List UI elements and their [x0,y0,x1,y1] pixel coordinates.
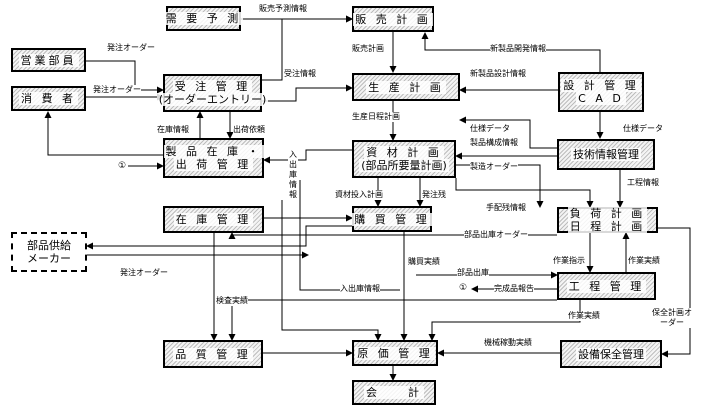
label-parts-issue-order: 部品出庫オーダー [464,230,528,240]
label-order-placement: 発注残 [422,190,446,200]
equipment-maint-label: 設備保全管理 [576,347,646,361]
label-order-out-3: 発注オーダー [120,268,168,278]
sales-plan-label: 販 売 計 画 [353,12,433,26]
arrow-salesdept-to-order [86,60,164,94]
arrow-purchase-to-supplier [86,225,352,250]
product-inventory-label-1: 製 品 在 庫 ・ [163,145,264,158]
label-order-out-2: 発注オーダー [93,85,141,95]
demand-forecast-label: 需 要 予 測 [163,12,244,25]
design-mgmt-label-1: 設 計 管 理 [561,79,641,92]
demand-forecast-box: 需 要 予 測 [163,6,244,31]
circle-1-left: ① [118,161,127,171]
load-plan-label-2: 日 程 計 画 [567,220,648,233]
label-process-info: 工程情報 [627,178,659,188]
design-mgmt-label-2: C A D [576,92,626,105]
production-plan-label: 生 産 計 画 [366,80,446,94]
parts-supplier-label-1: 部品供給 [25,239,73,252]
cost-mgmt-label: 原 価 管 理 [355,346,435,360]
accounting-box: 会 計 [352,380,436,405]
arrow-order-to-production [262,84,353,102]
label-parts-issue: 部品出庫 [457,268,489,278]
label-arrangement-info: 手配残情報 [486,203,526,213]
design-mgmt-box: 設 計 管 理 C A D [558,72,644,112]
circle-1-right: ① [459,283,468,293]
label-new-product-design-info: 新製品設計情報 [470,69,526,79]
sales-dept-label: 営業部員 [18,53,79,67]
label-spec-data-2: 仕様データ [623,124,663,134]
equipment-maint-box: 設備保全管理 [560,340,662,368]
label-spec-data-1: 仕様データ [470,124,510,134]
order-mgmt-label-1: 受 注 管 理 [172,80,253,93]
consumer-label: 消 費 者 [19,92,78,105]
parts-supplier-box: 部品供給 メーカー [11,232,87,272]
label-machine-run-records: 機械稼動実績 [484,338,532,348]
label-order-out-1: 発注オーダー [107,43,155,53]
order-mgmt-label-2: (オーダーエントリー) [156,93,269,106]
inventory-mgmt-box: 在 庫 管 理 [163,206,264,233]
label-maint-plan-order: 保全計画オーダー [652,308,692,328]
label-finished-report: 完成品報告 [494,284,534,294]
material-plan-box: 資 材 計 画 (部品所要量計画) [352,140,456,178]
label-new-product-dev-info: 新製品開発情報 [490,44,546,54]
label-stock-in-out-info: 入出庫情報 [288,150,298,200]
order-mgmt-box: 受 注 管 理 (オーダーエントリー) [156,74,269,112]
material-plan-label-1: 資 材 計 画 [364,146,444,159]
quality-mgmt-box: 品 質 管 理 [163,340,263,368]
arrow-left-to-cost [281,200,382,341]
label-sales-plan-flow: 販売計画 [352,44,384,54]
tech-info-mgmt-box: 技術情報管理 [557,139,655,170]
arrow-load-to-inventory [228,232,557,239]
label-work-records-2: 作業実績 [568,311,600,321]
label-sales-forecast-info: 販売予測情報 [259,4,307,14]
arrow-tech-to-production [459,116,557,149]
process-mgmt-box: 工 程 管 理 [557,272,656,300]
arrow-process-to-cost [428,300,581,341]
product-inventory-label-2: 出 荷 管 理 [173,158,254,171]
process-mgmt-label: 工 程 管 理 [566,279,647,293]
purchase-mgmt-box: 購 買 管 理 [352,206,432,232]
label-stock-io-info-2: 入出庫情報 [340,284,380,294]
label-order-info: 受注情報 [284,69,316,79]
quality-mgmt-label: 品 質 管 理 [173,347,253,361]
tech-info-mgmt-label: 技術情報管理 [571,148,641,161]
arrow-load-to-equip [658,227,691,358]
sales-plan-box: 販 売 計 画 [352,6,434,32]
label-stock-info: 在庫情報 [157,125,189,135]
arrow-material-to-inventory [263,149,352,164]
label-product-structure-info: 製品構成情報 [470,138,518,148]
inventory-mgmt-label: 在 庫 管 理 [173,213,254,226]
label-inspection-records: 検査実績 [216,296,248,306]
arrow-process-to-quality [228,299,557,341]
material-plan-label-2: (部品所要量計画) [359,159,449,172]
label-manufacturing-order: 製造オーダー [470,162,518,172]
production-plan-box: 生 産 計 画 [352,73,460,101]
accounting-label: 会 計 [364,386,424,399]
label-ship-request: 出荷依頼 [233,125,265,135]
parts-supplier-label-2: メーカー [25,252,73,265]
label-work-instructions: 作業指示 [553,256,585,266]
arrow-order-to-sales [262,15,353,81]
label-purchase-records: 購買実績 [408,257,440,267]
load-plan-label-1: 負 荷 計 画 [567,207,648,220]
label-production-schedule: 生産日程計画 [352,112,400,122]
consumer-box: 消 費 者 [11,86,86,111]
label-work-records-1: 作業実績 [628,256,660,266]
label-material-input-plan: 資材投入計画 [335,190,383,200]
cost-mgmt-box: 原 価 管 理 [352,340,438,366]
load-plan-box: 負 荷 計 画 日 程 計 画 [557,207,658,233]
arrow-inventory-to-consumer [44,111,163,156]
sales-dept-box: 営業部員 [11,48,86,72]
arrow-material-to-load-2 [455,178,594,208]
product-inventory-box: 製 品 在 庫 ・ 出 荷 管 理 [163,138,264,178]
purchase-mgmt-label: 購 買 管 理 [352,212,432,226]
